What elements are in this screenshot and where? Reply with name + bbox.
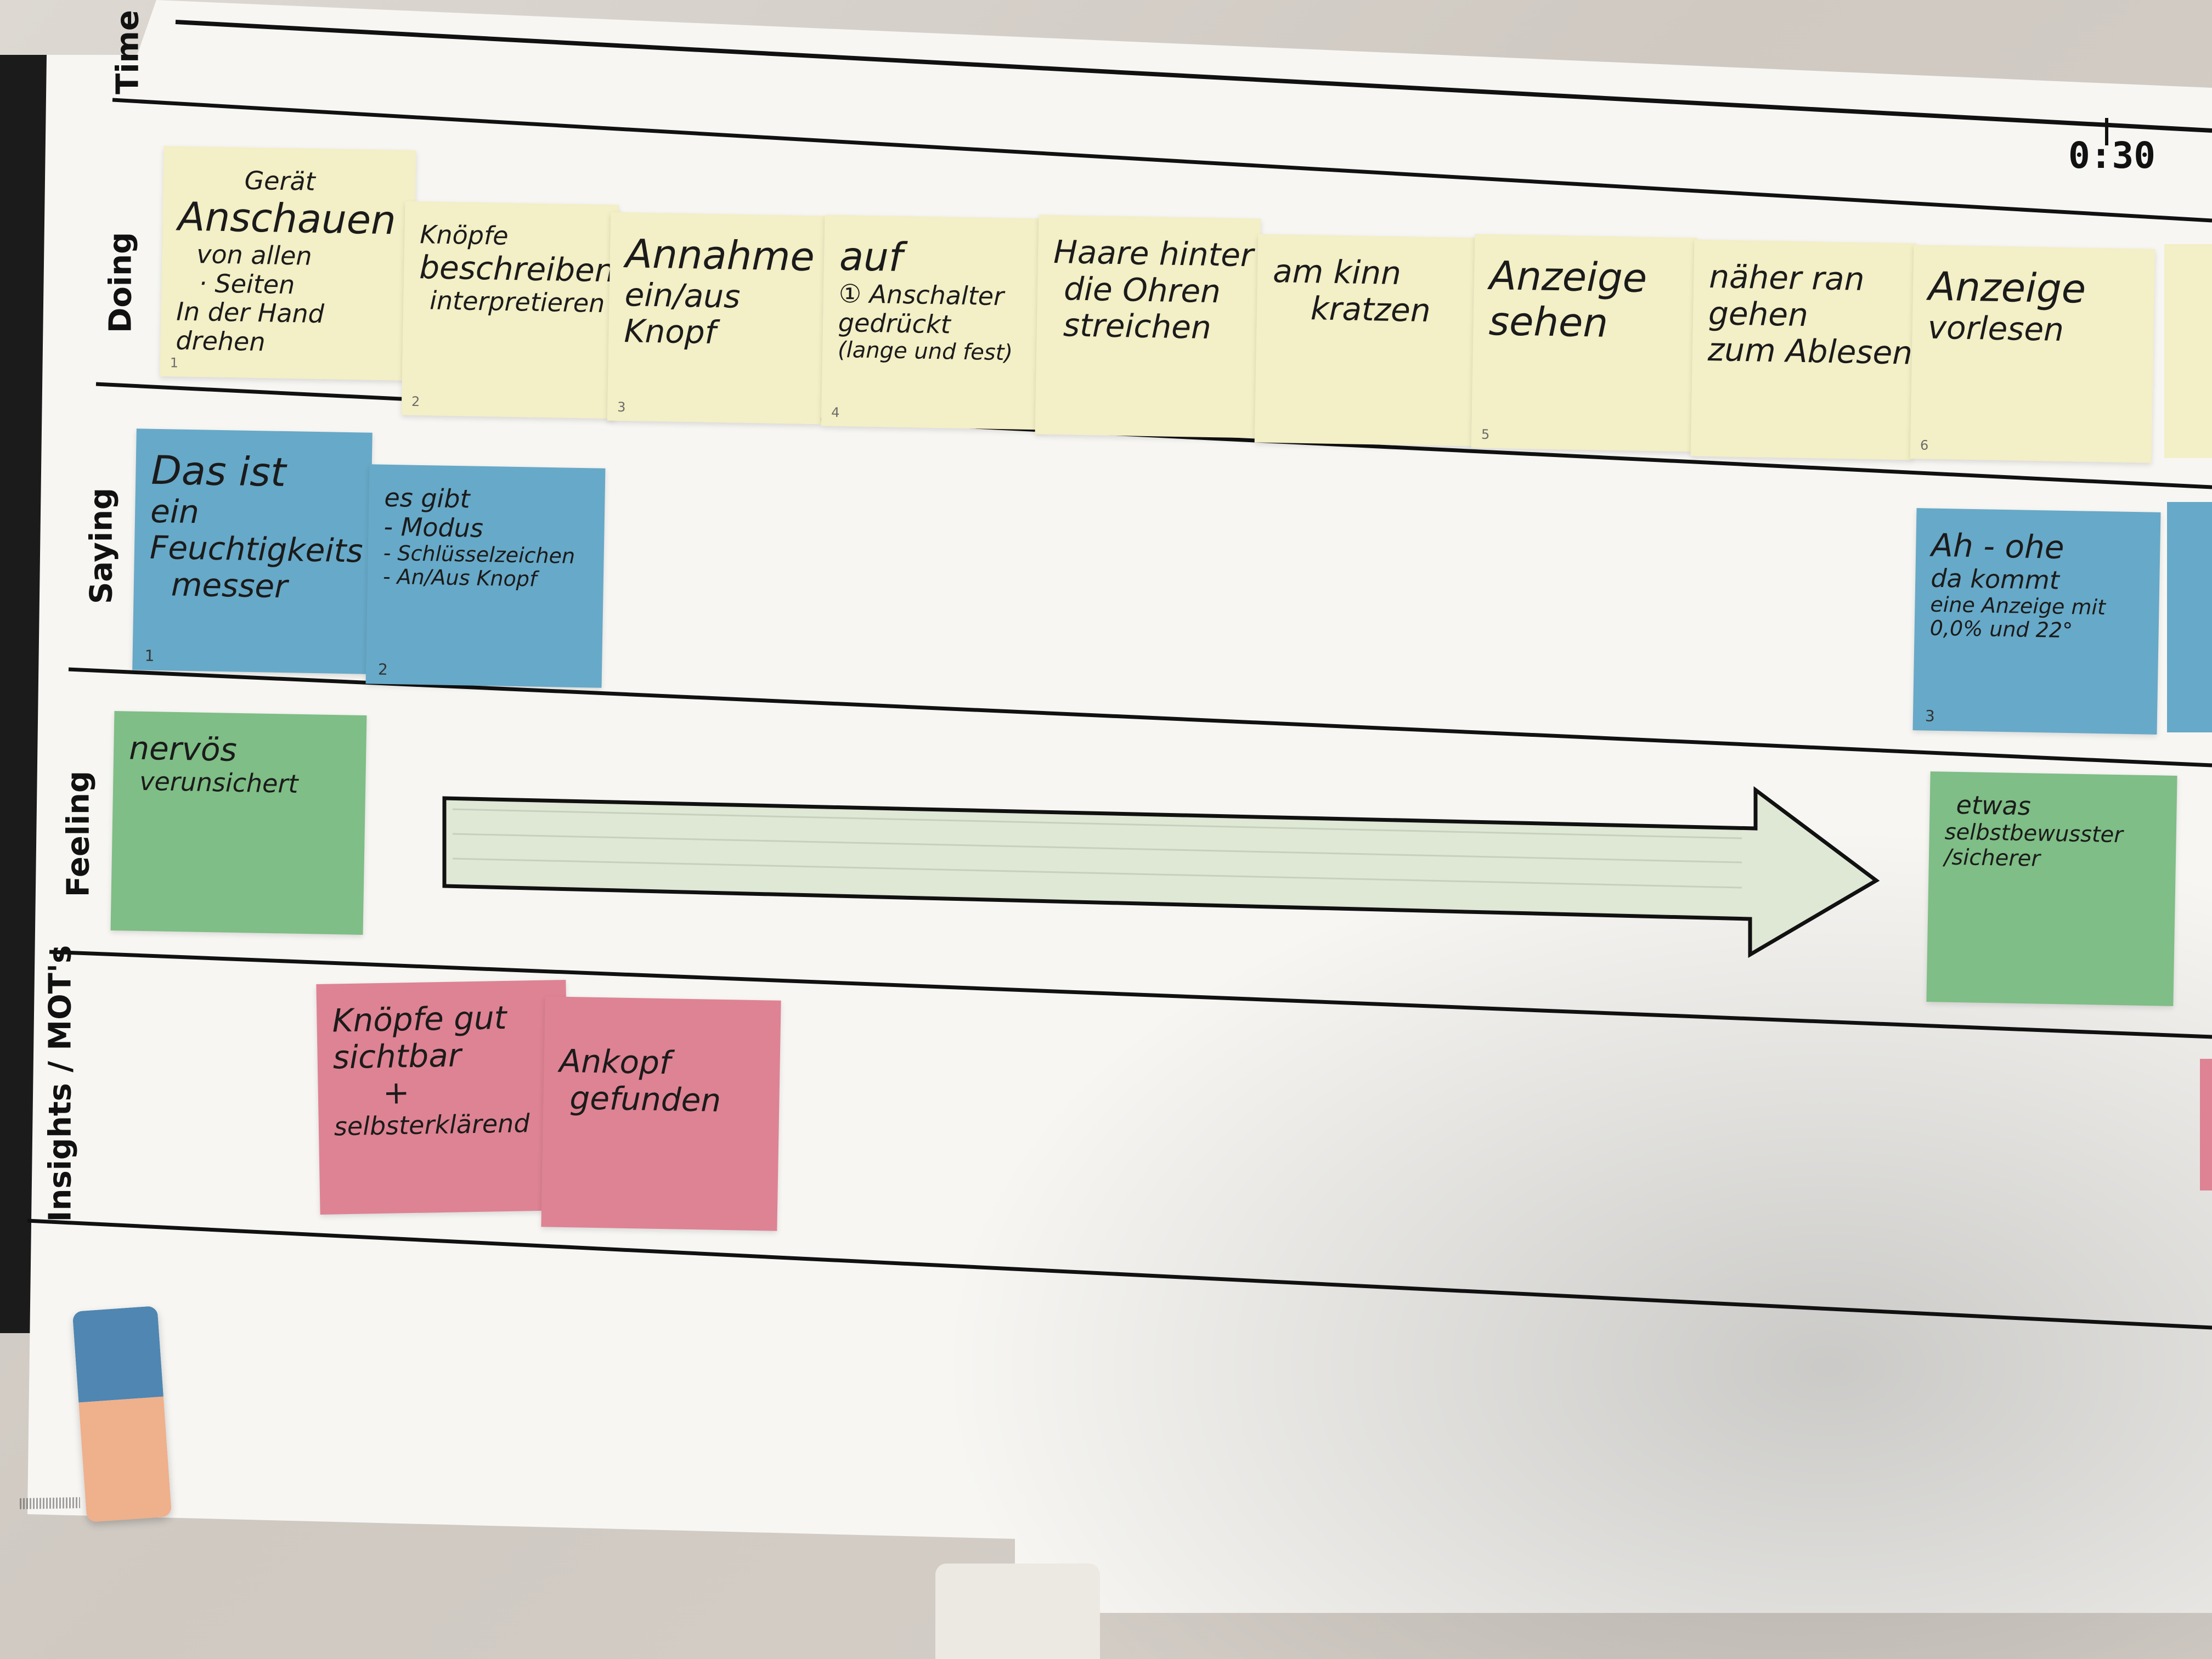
note-text-line: etwas <box>1956 789 2032 821</box>
note-text-line: verunsichert <box>139 766 298 799</box>
note-text-line: Knopf <box>623 312 716 352</box>
doing-note-6: am kinn kratzen <box>1254 234 1481 447</box>
note-text-line: interpretieren <box>429 285 605 318</box>
note-text-line: 0,0% und 22° <box>1929 616 2073 643</box>
note-text-line: auf <box>839 233 903 280</box>
note-text-line: sichtbar <box>332 1036 462 1076</box>
note-text-line: Gerät <box>244 165 316 196</box>
lane-label-time: Time <box>110 10 146 94</box>
note-text-line: gedrückt <box>838 307 951 340</box>
note-text-line: selbstbewusster <box>1944 819 2124 848</box>
sequence-number: 3 <box>1925 707 1936 725</box>
note-text-line: nervös <box>128 729 238 769</box>
sequence-number: 1 <box>170 355 179 371</box>
saying-note-3: Ah - ohe da kommt eine Anzeige mit 0,0% … <box>1912 508 2161 735</box>
note-text-line: Anzeige <box>1928 263 2086 312</box>
saying-note-2: es gibt - Modus - Schlüsselzeichen - An/… <box>365 464 606 688</box>
doing-note-3: Annahme ein/aus Knopf 3 <box>607 212 825 425</box>
note-text-line: Knöpfe <box>419 219 509 251</box>
sequence-number: 1 <box>144 646 155 665</box>
eraser <box>72 1306 172 1522</box>
note-text-line: - An/Aus Knopf <box>382 565 537 592</box>
note-text-line: sehen <box>1488 297 1609 346</box>
eraser-pink-end <box>78 1396 172 1522</box>
eraser-blue-end <box>72 1306 163 1403</box>
note-text-line: ① Anschalter <box>838 278 1005 311</box>
note-text-line: kratzen <box>1310 289 1431 329</box>
sequence-number: 4 <box>831 405 840 421</box>
doing-note-7: Anzeige sehen 5 <box>1471 234 1697 452</box>
feeling-note-2: etwas selbstbewusster /sicherer <box>1926 771 2177 1006</box>
note-text-line: es gibt <box>384 482 471 514</box>
lane-label-doing: Doing <box>103 232 139 334</box>
partial-saying-note <box>2167 502 2212 732</box>
note-text-line: drehen <box>176 325 266 357</box>
doing-note-8: näher ran gehen zum Ablesen <box>1690 239 1917 460</box>
sequence-number: 3 <box>617 399 626 415</box>
note-text-line: Haare hinter <box>1053 233 1254 274</box>
lane-label-insights: Insights / MOT's <box>42 945 78 1222</box>
doing-note-1: Gerät Anschauen von allen · Seiten In de… <box>160 146 416 381</box>
feeling-note-1: nervös verunsichert <box>110 711 367 935</box>
insight-note-2: Ankopf gefunden <box>541 996 781 1231</box>
feeling-progress-arrow <box>442 786 1880 958</box>
note-text-line: In der Hand <box>176 296 325 329</box>
foreground-leg <box>935 1564 1100 1659</box>
note-text-line: selbsterklärend <box>334 1108 530 1142</box>
lane-label-saying: Saying <box>83 487 120 605</box>
note-text-line: /sicherer <box>1944 844 2041 872</box>
doing-note-2: Knöpfe beschreiben/ interpretieren 2 <box>401 201 619 419</box>
note-text-line: gefunden <box>569 1079 721 1119</box>
note-text-line: streichen <box>1063 306 1212 347</box>
note-text-line: (lange und fest) <box>837 337 1013 366</box>
note-text-line: + <box>382 1074 410 1112</box>
note-text-line: messer <box>171 566 288 606</box>
sequence-number: 5 <box>1481 427 1490 443</box>
barcode-sticker <box>19 1497 81 1509</box>
note-text-line: vorlesen <box>1927 308 2064 348</box>
partial-doing-note <box>2164 244 2212 458</box>
sequence-number: 6 <box>1920 437 1929 454</box>
note-text-line: Knöpfe gut <box>331 998 507 1040</box>
partial-insight-note <box>2200 1059 2212 1190</box>
note-text-line: von allen <box>196 239 313 271</box>
time-marker: 0:30 <box>2068 134 2155 177</box>
sequence-number: 2 <box>411 394 420 410</box>
sequence-number: 2 <box>377 660 388 679</box>
note-text-line: · Seiten <box>198 268 295 300</box>
note-text-line: gehen <box>1708 294 1809 334</box>
note-text-line: am kinn <box>1272 252 1402 292</box>
note-text-line: Feuchtigkeits <box>149 529 364 570</box>
note-text-line: Annahme <box>625 230 815 280</box>
note-text-line: ein/aus <box>624 275 741 315</box>
doing-note-9: Anzeige vorlesen 6 <box>1910 245 2155 463</box>
note-text-line: - Modus <box>383 511 484 543</box>
note-text-line: Anzeige <box>1489 252 1647 301</box>
doing-note-5: Haare hinter die Ohren streichen <box>1035 215 1261 438</box>
note-text-line: Ankopf <box>559 1042 671 1082</box>
note-text-line: ein <box>150 492 200 531</box>
note-text-line: die Ohren <box>1063 270 1221 310</box>
lane-label-feeling: Feeling <box>60 770 97 898</box>
note-text-line: zum Ablesen <box>1707 331 1913 372</box>
note-text-line: Anschauen <box>177 193 397 244</box>
saying-note-1: Das ist ein Feuchtigkeits messer 1 <box>132 428 373 674</box>
doing-note-4: auf ① Anschalter gedrückt (lange und fes… <box>821 215 1050 430</box>
note-text-line: beschreiben/ <box>419 248 619 290</box>
note-text-line: näher ran <box>1708 257 1865 298</box>
insight-note-1: Knöpfe gut sichtbar + selbsterklärend <box>316 980 570 1215</box>
note-text-line: Das ist <box>150 447 286 496</box>
note-text-line: Ah - ohe <box>1931 526 2065 566</box>
note-text-line: da kommt <box>1930 563 2060 595</box>
